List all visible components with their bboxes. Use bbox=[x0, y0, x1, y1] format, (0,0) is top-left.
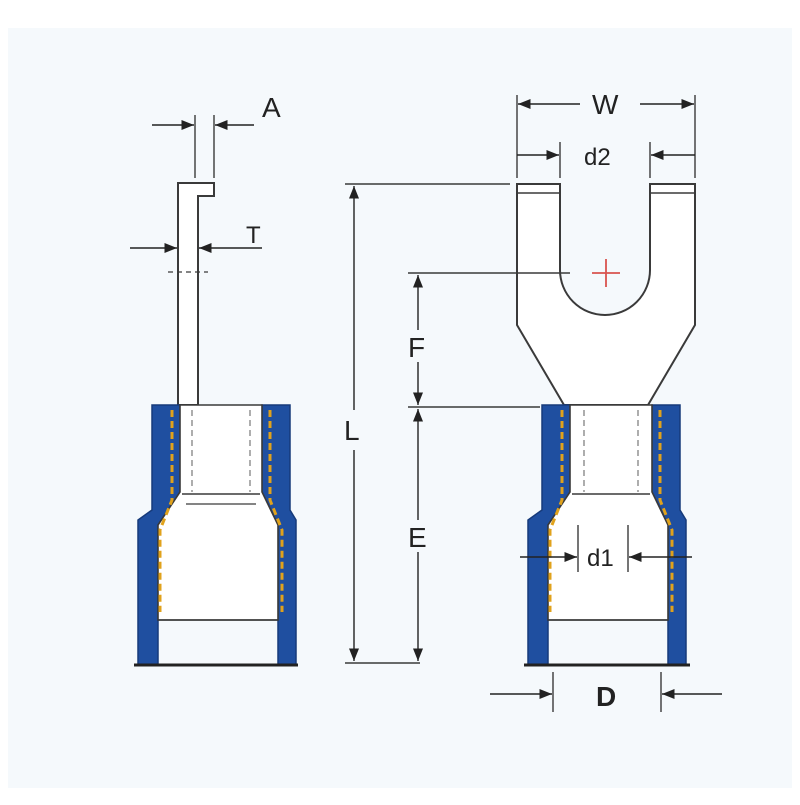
side-view-brass-right bbox=[268, 410, 284, 612]
dim-d-label: D bbox=[596, 681, 616, 712]
dim-d1-label: d1 bbox=[587, 545, 614, 572]
front-view: W d2 L F E d1 D bbox=[344, 89, 722, 712]
dim-d1-label-bg bbox=[582, 541, 624, 571]
front-view-brass-left bbox=[548, 410, 564, 612]
dim-d2-label: d2 bbox=[584, 144, 611, 171]
front-view-spade bbox=[516, 183, 696, 406]
side-view: A T bbox=[130, 92, 298, 667]
dim-t-label: T bbox=[246, 222, 261, 249]
dim-a-label: A bbox=[262, 92, 281, 123]
dim-f-label: F bbox=[408, 332, 425, 363]
dim-l-label: L bbox=[344, 415, 360, 446]
front-view-brass-right bbox=[658, 410, 674, 612]
dim-w-label: W bbox=[592, 89, 619, 120]
side-view-brass-left bbox=[158, 410, 174, 612]
dim-e-label: E bbox=[408, 522, 427, 553]
